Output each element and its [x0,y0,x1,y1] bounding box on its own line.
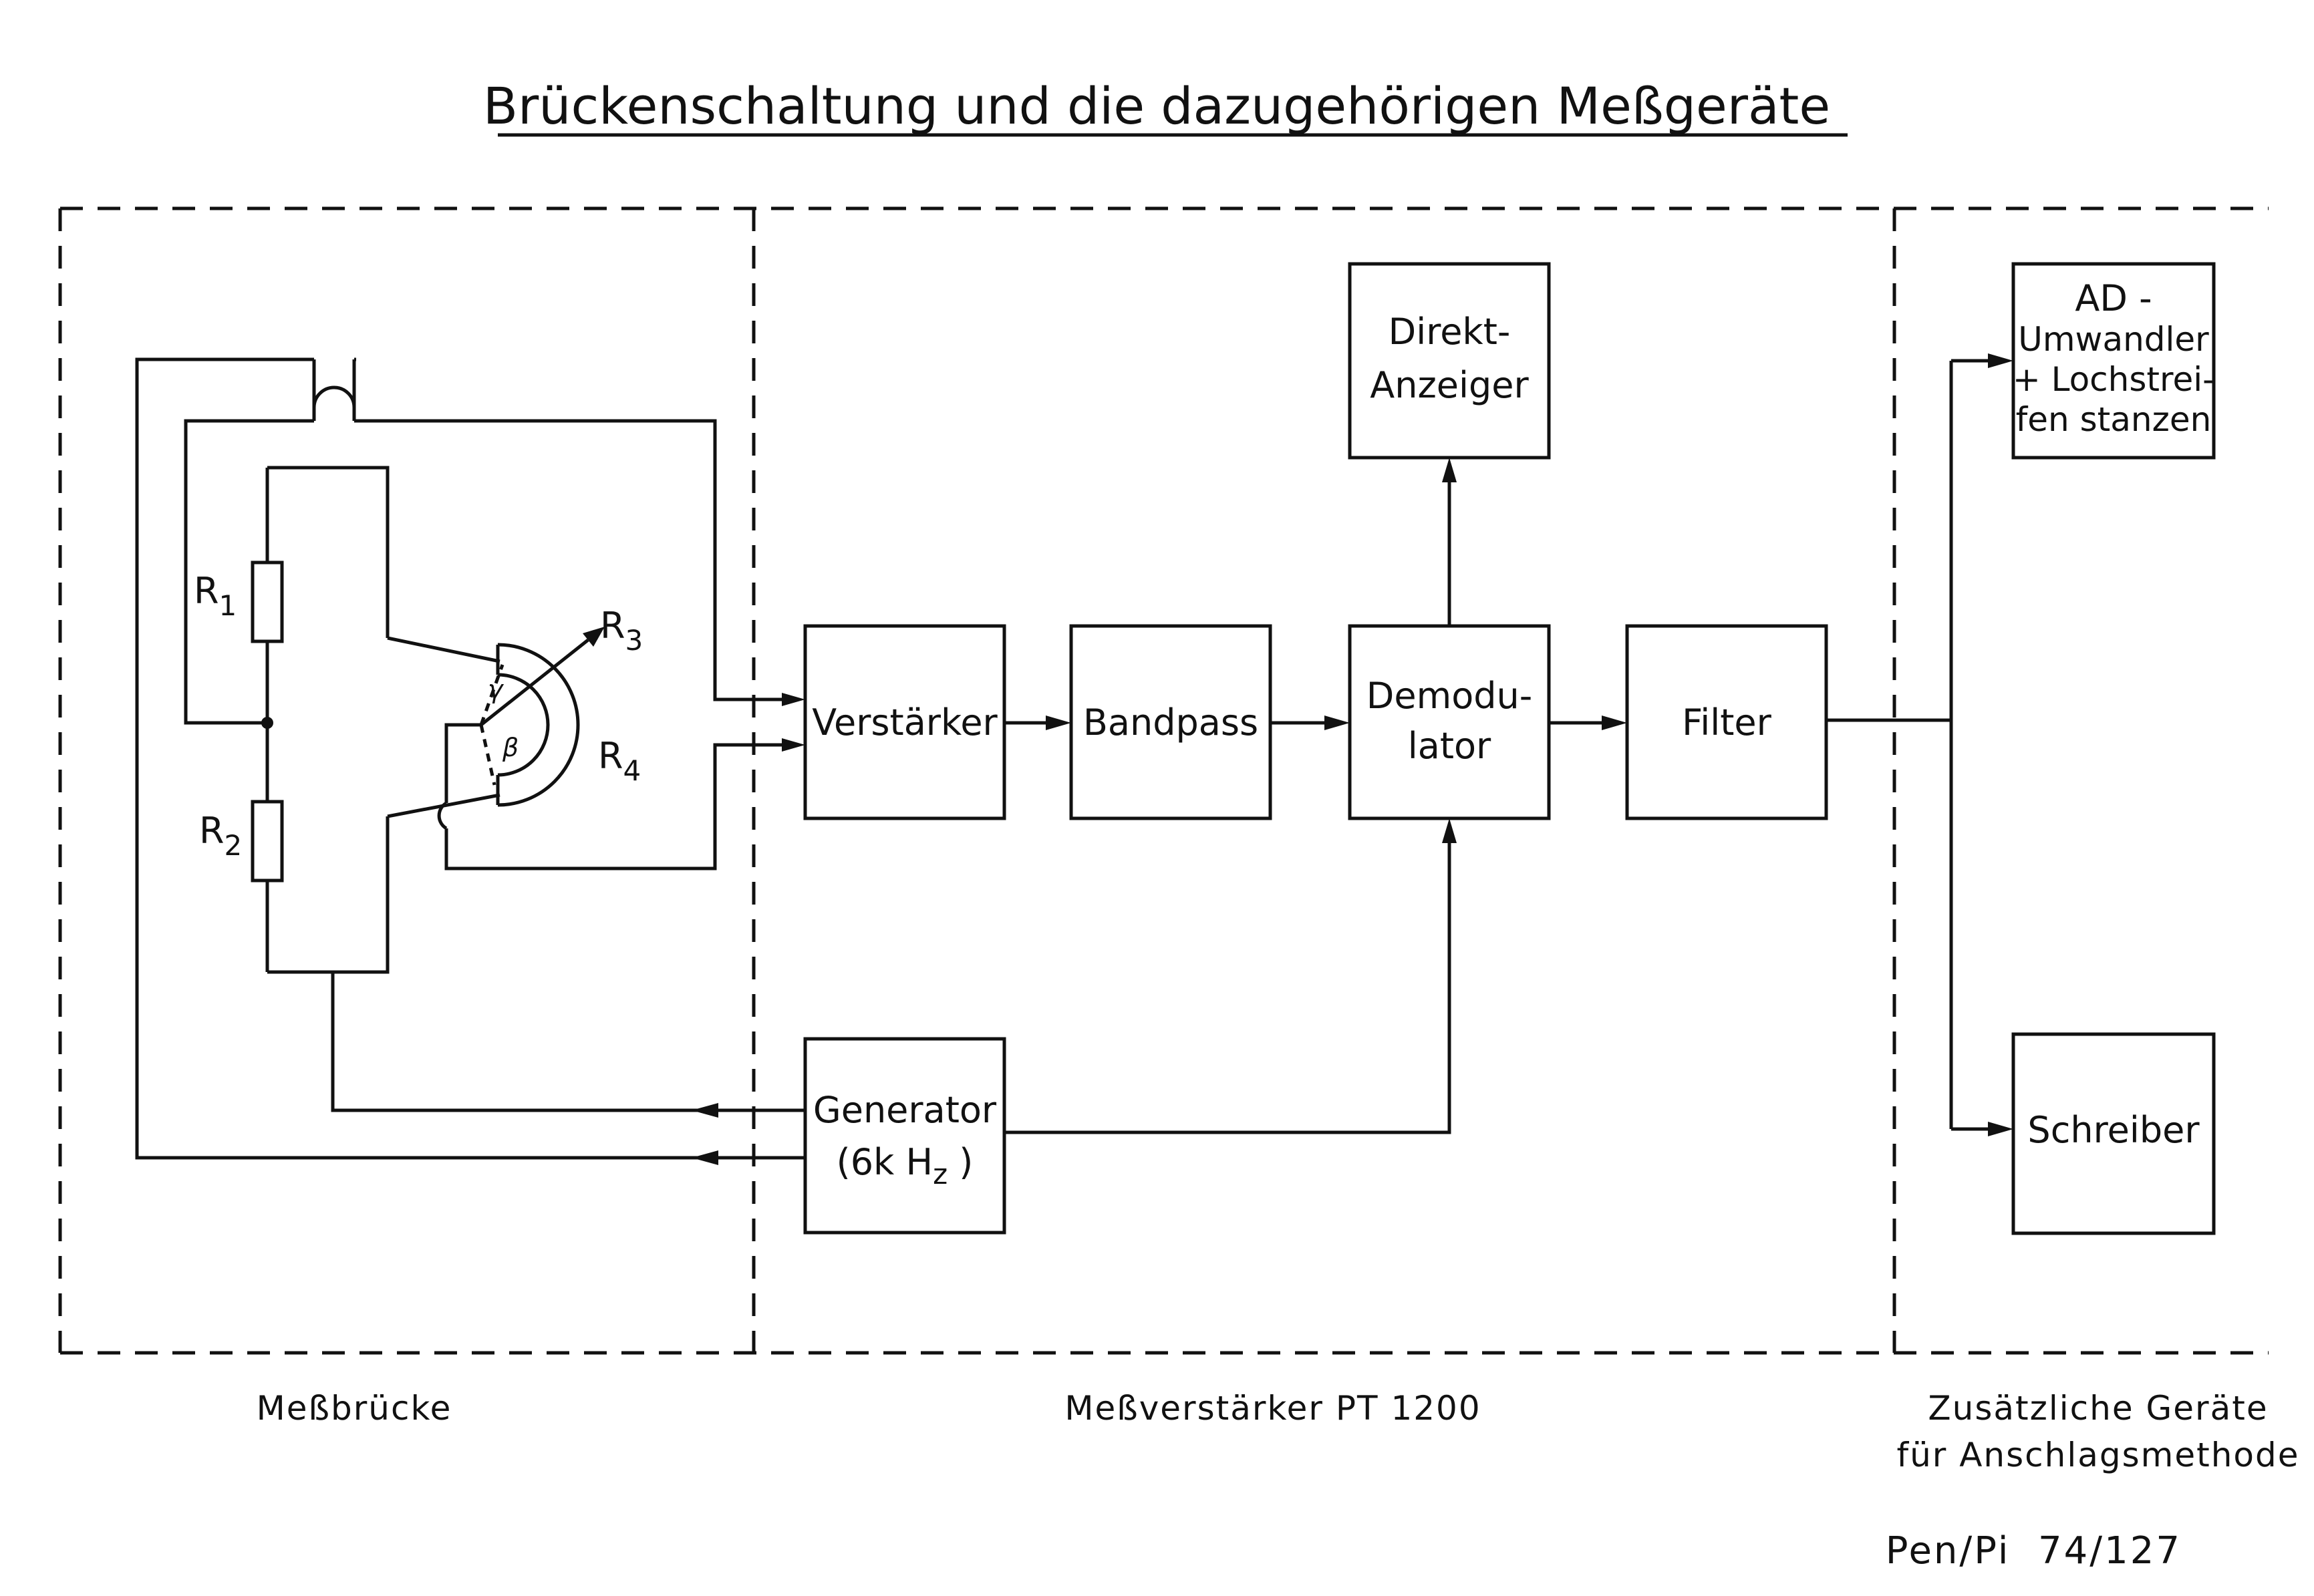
diagram-title: Brückenschaltung und die dazugehörigen M… [483,76,1830,136]
label-schreiber: Schreiber [2027,1109,2200,1151]
bridge-node [261,717,273,729]
label-beta: β [502,733,519,762]
section-caption-extra-2: für Anschlagsmethode [1896,1436,2299,1474]
resistor-r2 [251,800,284,883]
label-bandpass: Bandpass [1083,701,1258,744]
block-demodulator [1348,624,1551,820]
label-verstaerker: Verstärker [812,701,998,744]
bridge-circuit [135,357,785,1160]
extra-device-blocks [2011,262,2216,1235]
label-ad-1: AD - [2075,277,2152,319]
drawing-reference: Pen/Pi 74/127 [1886,1529,2182,1573]
label-generator-2: (6k Hz ) [837,1141,974,1190]
potentiometer-r3-r4 [497,643,580,807]
label-r4: R4 [598,735,641,787]
block-schreiber [2011,1032,2216,1235]
label-direkt-1: Direkt- [1389,311,1511,353]
wiper-arrowhead [583,627,605,647]
section-caption-extra-1: Zusätzliche Geräte [1928,1389,2268,1428]
wire-small-hop [437,801,448,830]
block-direkt-anzeiger [1348,262,1551,460]
label-filter: Filter [1682,701,1772,744]
label-r3: R3 [600,605,643,657]
section-caption-bridge: Meßbrücke [257,1389,452,1428]
label-demodulator-2: lator [1408,725,1491,767]
label-generator-1: Generator [813,1089,997,1131]
label-r1: R1 [194,570,237,622]
resistor-r1 [251,561,284,643]
section-caption-amplifier: Meßverstärker PT 1200 [1064,1389,1481,1428]
label-direkt-2: Anzeiger [1370,364,1529,406]
block-ad-umwandler [2011,262,2216,460]
label-gamma: γ [488,675,504,704]
block-filter [1625,624,1828,820]
wire-crossing-hop [312,385,356,421]
label-ad-3: + Lochstrei- [2013,360,2214,399]
label-ad-2: Umwandler [2018,320,2209,359]
section-frames [58,206,2269,1355]
amplifier-blocks [803,262,1828,1235]
block-generator [803,1037,1006,1235]
signal-flow [692,353,2013,1165]
label-ad-4: fen stanzen [2016,400,2212,439]
label-r2: R2 [199,810,242,862]
label-demodulator-1: Demodu- [1366,675,1532,717]
